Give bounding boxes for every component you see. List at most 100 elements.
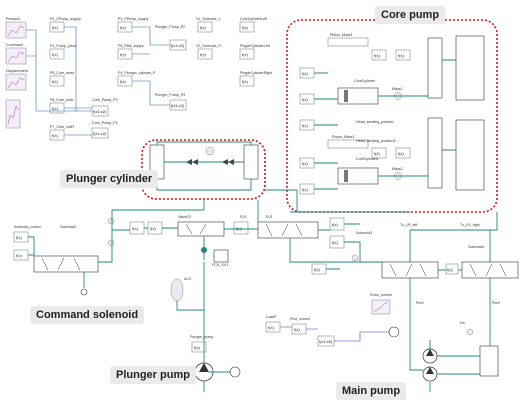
relief-valve[interactable]: [479, 345, 499, 377]
fx-block[interactable]: [233, 221, 249, 235]
fx2-label: f(x1,x2): [93, 109, 107, 114]
solenoid-valve-left[interactable]: [33, 255, 99, 273]
fx-label: f(x): [52, 133, 58, 138]
signal-label: CoreCylinderLeft: [240, 17, 267, 21]
block-label: Portf: [492, 301, 500, 305]
plot-stack: [5, 99, 21, 129]
signal-column-3: V1_Solenoid_1 f(x) V2_Solenoid_R f(x): [196, 17, 221, 60]
fx-label: f(x): [236, 226, 242, 231]
fx-label: f(x): [302, 97, 308, 102]
fx-label: f(x): [242, 25, 248, 30]
fx-block[interactable]: [445, 263, 459, 275]
piston-mass2[interactable]: [327, 139, 369, 149]
fx-label: f(x): [242, 79, 248, 84]
plot-label: Displacement: [6, 69, 28, 73]
signal-label: Core_Pump_P1: [92, 121, 118, 125]
fx-label: f(x): [194, 345, 200, 350]
signal-label: Core_Pump_P0: [92, 98, 118, 102]
hydraulic-unit-bottom[interactable]: [455, 119, 485, 191]
check-valve[interactable]: [351, 254, 359, 262]
node-dot: [201, 247, 207, 253]
section-label-plunger-cylinder: Plunger cylinder: [60, 170, 159, 188]
check-valve[interactable]: [107, 239, 115, 247]
block-label: Plunger_pump: [190, 335, 213, 339]
fx-block[interactable]: [239, 75, 255, 87]
signal-label: P4_Plunger_cylinder_P: [118, 71, 156, 75]
block-label: Rotor_control: [370, 293, 392, 297]
hydraulic-unit-top[interactable]: [455, 35, 485, 101]
plot-label: Command: [6, 43, 23, 47]
fx-label: f(x): [242, 52, 248, 57]
fx-label: f(x): [314, 267, 320, 272]
motor-icon[interactable]: [388, 326, 400, 338]
block-label: CoreCylinder: [354, 79, 376, 83]
block-label: Head_sending_position: [356, 120, 394, 124]
motor-right[interactable]: [427, 117, 443, 189]
section-label-plunger-pump: Plunger pump: [110, 366, 196, 384]
fx2-label: f(x1,x2): [93, 131, 107, 136]
section-label-core-pump: Core pump: [375, 6, 446, 24]
valve-row-middle: Valve23 SV1 f(x) EV1 f(x) f(x): [177, 215, 380, 263]
block-label: ACC: [184, 277, 192, 281]
fx-block[interactable]: [395, 147, 411, 159]
signal-label: Plunger_Pump_P2: [155, 25, 185, 29]
fx-block[interactable]: [191, 341, 207, 353]
fx-block[interactable]: [197, 48, 213, 60]
motor-left[interactable]: [427, 37, 443, 99]
fx-block[interactable]: [49, 48, 65, 60]
command-solenoid-group: Solenoid_control f(x) f(x) Solenoid2 f(x…: [13, 209, 204, 296]
signal-column-2: P3_PPump_supply f(x) P5_Pilot_supply f(x…: [117, 17, 156, 87]
plot-displacement: Displacement: [5, 69, 28, 91]
check-valve[interactable]: [466, 328, 474, 336]
check-valve[interactable]: [107, 217, 115, 225]
fx-label: f(x): [374, 53, 380, 58]
fx-block[interactable]: [197, 21, 213, 33]
plunger-pump-combiner: Plunger_Pump_P2 f(x1,x2) Plunger_Pump_P3…: [132, 25, 187, 111]
core-pump-combiner: Core_Pump_P0 f(x1,x2) Core_Pump_P1 f(x1,…: [26, 26, 118, 139]
fx-label: f(x): [447, 267, 453, 272]
block-label: EV1: [266, 215, 273, 219]
fcu-valve[interactable]: [213, 249, 229, 263]
signal-label: P1_Pump_ptank: [50, 44, 77, 48]
accumulator[interactable]: [170, 278, 184, 302]
signal-label: P7_Core_rodR: [50, 125, 74, 129]
block-label: CoreCylinderL: [356, 157, 379, 161]
fx-label: f(x): [332, 222, 338, 227]
cylinder-right[interactable]: [243, 144, 259, 180]
block-label: SV1: [240, 215, 247, 219]
signal-label: V1_Solenoid_1: [196, 17, 220, 21]
fx-label: f(x): [200, 52, 206, 57]
block-label: Solenoid3: [356, 231, 372, 235]
fx2-label: f(x1,x2): [171, 103, 185, 108]
piston-mass1[interactable]: [327, 37, 369, 47]
fx-block[interactable]: [371, 147, 387, 159]
fx-block[interactable]: [49, 75, 65, 87]
right-valve-group: Solenoid3 Solenoid4 f(x) Tx_LR_left Tx_L…: [311, 212, 519, 300]
fx-block[interactable]: [395, 49, 411, 61]
fx-label: f(x): [302, 71, 308, 76]
mass-ball[interactable]: [205, 146, 215, 156]
signal-label: V2_Solenoid_R: [196, 44, 221, 48]
signal-label: P6_Core_head: [50, 71, 74, 75]
signal-label: P8_Core_rods: [50, 98, 73, 102]
main-pump-group: LoadP f(x) Pilot_control f(x) f(x1,x2) R…: [265, 293, 500, 392]
fx-label: f(x): [150, 226, 156, 231]
block-label: FCU_SV1: [212, 263, 228, 267]
fx-block[interactable]: [239, 48, 255, 60]
valve23[interactable]: [177, 221, 225, 237]
motor-icon[interactable]: [229, 366, 241, 378]
fx-label: f(x): [302, 161, 308, 166]
block-label: Tx_LR_right: [460, 223, 480, 227]
fx-label: f(x): [52, 25, 58, 30]
fx2-label: f(x1,x2): [319, 339, 333, 344]
signal-label: P5_Pilot_supply: [118, 44, 144, 48]
plot-command: Command: [5, 43, 27, 65]
signal-label: Plunger_Pump_P3: [155, 93, 185, 97]
fx-label: f(x): [398, 53, 404, 58]
block-label: Solenoid_control: [14, 225, 41, 229]
block-label: Valve23: [178, 215, 191, 219]
block-label: Head_sending_position2: [356, 139, 396, 143]
fx2-block[interactable]: [91, 127, 109, 139]
fx-block[interactable]: [239, 21, 255, 33]
fx-block[interactable]: [371, 49, 387, 61]
